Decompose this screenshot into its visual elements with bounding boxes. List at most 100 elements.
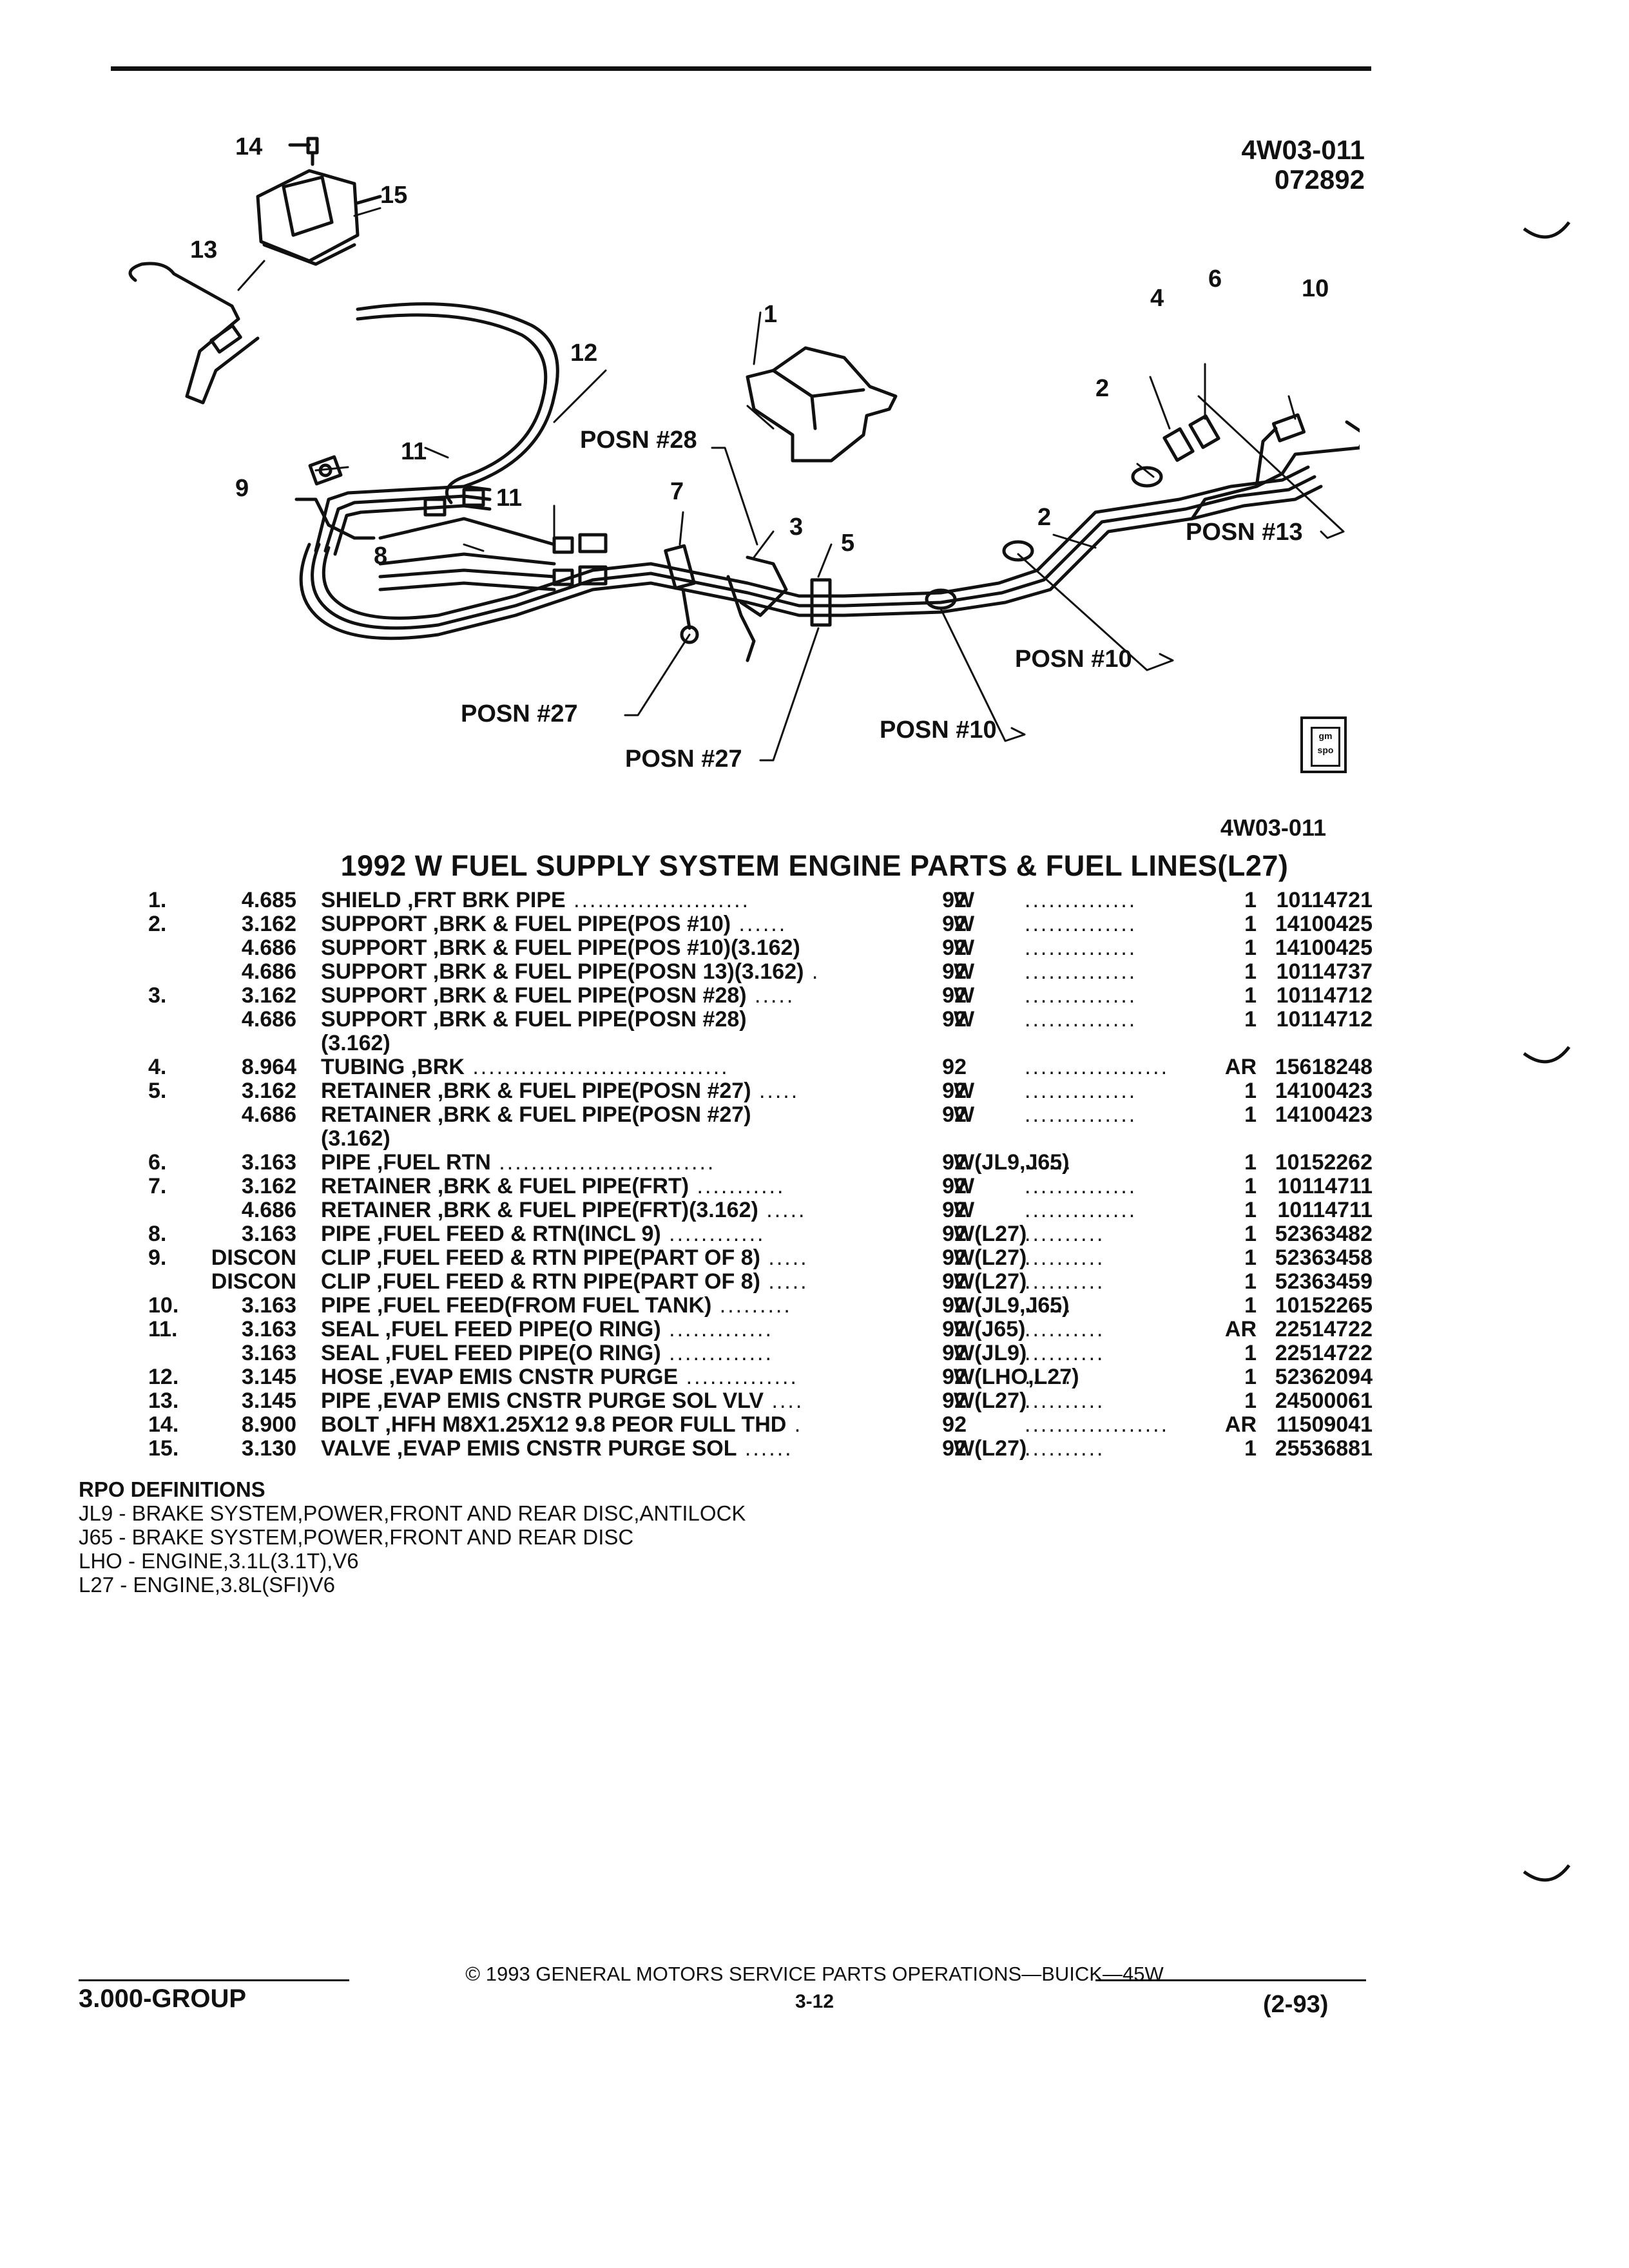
group-number: 8.964 — [241, 1055, 296, 1079]
quantity: 1 — [1244, 1436, 1257, 1461]
hose-8 — [378, 517, 556, 591]
item-number: 3. — [148, 983, 167, 1008]
leader-dots: .......... — [1025, 1341, 1105, 1365]
part-description: HOSE ,EVAP EMIS CNSTR PURGE ............… — [321, 1365, 798, 1389]
fitting-11 — [423, 488, 608, 586]
item-number: 5. — [148, 1079, 167, 1103]
rpo-line: L27 - ENGINE,3.8L(SFI)V6 — [79, 1573, 335, 1597]
part-description: SUPPORT ,BRK & FUEL PIPE(POSN #28) ..... — [321, 983, 795, 1008]
group-number: 3.145 — [241, 1389, 296, 1413]
model-year: 92 — [942, 1293, 967, 1318]
model-code: W(J65) — [954, 1317, 1026, 1341]
model-year: 92 — [942, 1269, 967, 1294]
part-number: 10114721 — [1276, 888, 1373, 912]
part-15-valve — [256, 169, 382, 266]
item-number: 8. — [148, 1222, 167, 1246]
callout-11a: 11 — [401, 438, 427, 465]
model-year: 92 — [942, 1055, 967, 1079]
part-number: 10114711 — [1277, 1174, 1373, 1198]
model-year: 92 — [942, 912, 967, 936]
quantity: 1 — [1244, 1079, 1257, 1103]
callout-2a: 2 — [1095, 375, 1109, 402]
leader-dots: .......... — [1025, 1389, 1105, 1413]
leader-dots: .............. — [1025, 1079, 1137, 1103]
leader-dots: ...... — [731, 912, 787, 936]
leader-dots: .............. — [678, 1365, 798, 1389]
part-description: RETAINER ,BRK & FUEL PIPE(FRT)(3.162) ..… — [321, 1198, 807, 1222]
group-number: 3.145 — [241, 1365, 296, 1389]
quantity: AR — [1224, 1317, 1257, 1341]
parts-row: 14. 8.900 BOLT ,HFH M8X1.25X12 9.8 PEOR FU… — [148, 1412, 1373, 1437]
figure-code: 4W03-011 — [1220, 814, 1326, 841]
part-number: 10152265 — [1275, 1293, 1373, 1318]
leader-dots: .............. — [1025, 936, 1137, 960]
model-code: W — [954, 1198, 975, 1222]
part-description: (3.162) — [321, 1126, 390, 1151]
parts-row: (3.162) — [148, 1031, 1373, 1055]
leader-dots: .............. — [1025, 983, 1137, 1008]
quantity: 1 — [1244, 1293, 1257, 1318]
reference-code-text: 4W03-011 — [1241, 135, 1365, 165]
quantity: 1 — [1244, 936, 1257, 960]
part-number: 24500061 — [1275, 1389, 1373, 1413]
support-2 — [925, 466, 1163, 610]
part-description: SUPPORT ,BRK & FUEL PIPE(POSN #28) — [321, 1007, 747, 1032]
leader-dots: .............. — [1025, 1102, 1137, 1127]
model-code: W — [954, 1174, 975, 1198]
leader-dots: ............. — [660, 1341, 773, 1365]
leader-dots: ...... — [1025, 1150, 1073, 1175]
item-number: 14. — [148, 1412, 179, 1437]
model-year: 92 — [942, 1007, 967, 1032]
leader-dots: . — [786, 1412, 803, 1437]
part-description: VALVE ,EVAP EMIS CNSTR PURGE SOL ...... — [321, 1436, 793, 1461]
part-number: 52363459 — [1275, 1269, 1373, 1294]
group-number: 8.900 — [241, 1412, 296, 1437]
model-code: W(JL9) — [954, 1341, 1027, 1365]
scan-mark — [1523, 1864, 1570, 1882]
quantity: 1 — [1244, 1102, 1257, 1127]
part-13-pipe — [128, 262, 260, 405]
posn-10-label-b: POSN #10 — [880, 716, 997, 744]
group-number: 3.162 — [241, 912, 296, 936]
callout-12: 12 — [570, 340, 597, 367]
leader-dots: ..... — [746, 983, 795, 1008]
rpo-line: J65 - BRAKE SYSTEM,POWER,FRONT AND REAR … — [79, 1525, 634, 1549]
part-description: BOLT ,HFH M8X1.25X12 9.8 PEOR FULL THD . — [321, 1412, 803, 1437]
part-description: SUPPORT ,BRK & FUEL PIPE(POS #10)(3.162) — [321, 936, 800, 960]
leader-dots: ..... — [751, 1079, 800, 1103]
part-number: 10114712 — [1276, 1007, 1373, 1032]
model-year: 92 — [942, 983, 967, 1008]
leader-dots: ........................... — [490, 1150, 716, 1175]
exploded-parts-diagram: 1 2 2 3 4 5 6 7 8 9 10 11 11 12 13 14 15… — [128, 133, 1360, 773]
part-description: RETAINER ,BRK & FUEL PIPE(POSN #27) ....… — [321, 1079, 800, 1103]
callout-5: 5 — [841, 530, 854, 557]
item-number: 7. — [148, 1174, 167, 1198]
leader-dots: ........... — [689, 1174, 786, 1198]
part-description: SUPPORT ,BRK & FUEL PIPE(POSN 13)(3.162)… — [321, 959, 820, 984]
part-description: SEAL ,FUEL FEED PIPE(O RING) ...........… — [321, 1317, 773, 1341]
group-number: 3.163 — [241, 1341, 296, 1365]
leader-dots: ...... — [737, 1436, 793, 1461]
leader-dots: .......... — [1025, 1245, 1105, 1270]
part-description: (3.162) — [321, 1031, 390, 1055]
quantity: 1 — [1244, 1222, 1257, 1246]
posn-13-label: POSN #13 — [1186, 519, 1303, 546]
group-number: 4.686 — [241, 1007, 296, 1032]
model-year: 92 — [942, 1174, 967, 1198]
part-number: 10152262 — [1275, 1150, 1373, 1175]
rpo-line: LHO - ENGINE,3.1L(3.1T),V6 — [79, 1549, 359, 1573]
group-number: 3.163 — [241, 1293, 296, 1318]
callout-6: 6 — [1208, 265, 1222, 293]
quantity: 1 — [1244, 983, 1257, 1008]
parts-row: 4.686 SUPPORT ,BRK & FUEL PIPE(POSN #28) 9… — [148, 1007, 1373, 1032]
item-number: 11. — [148, 1317, 178, 1341]
pipe-8-upper-loop — [294, 485, 492, 556]
